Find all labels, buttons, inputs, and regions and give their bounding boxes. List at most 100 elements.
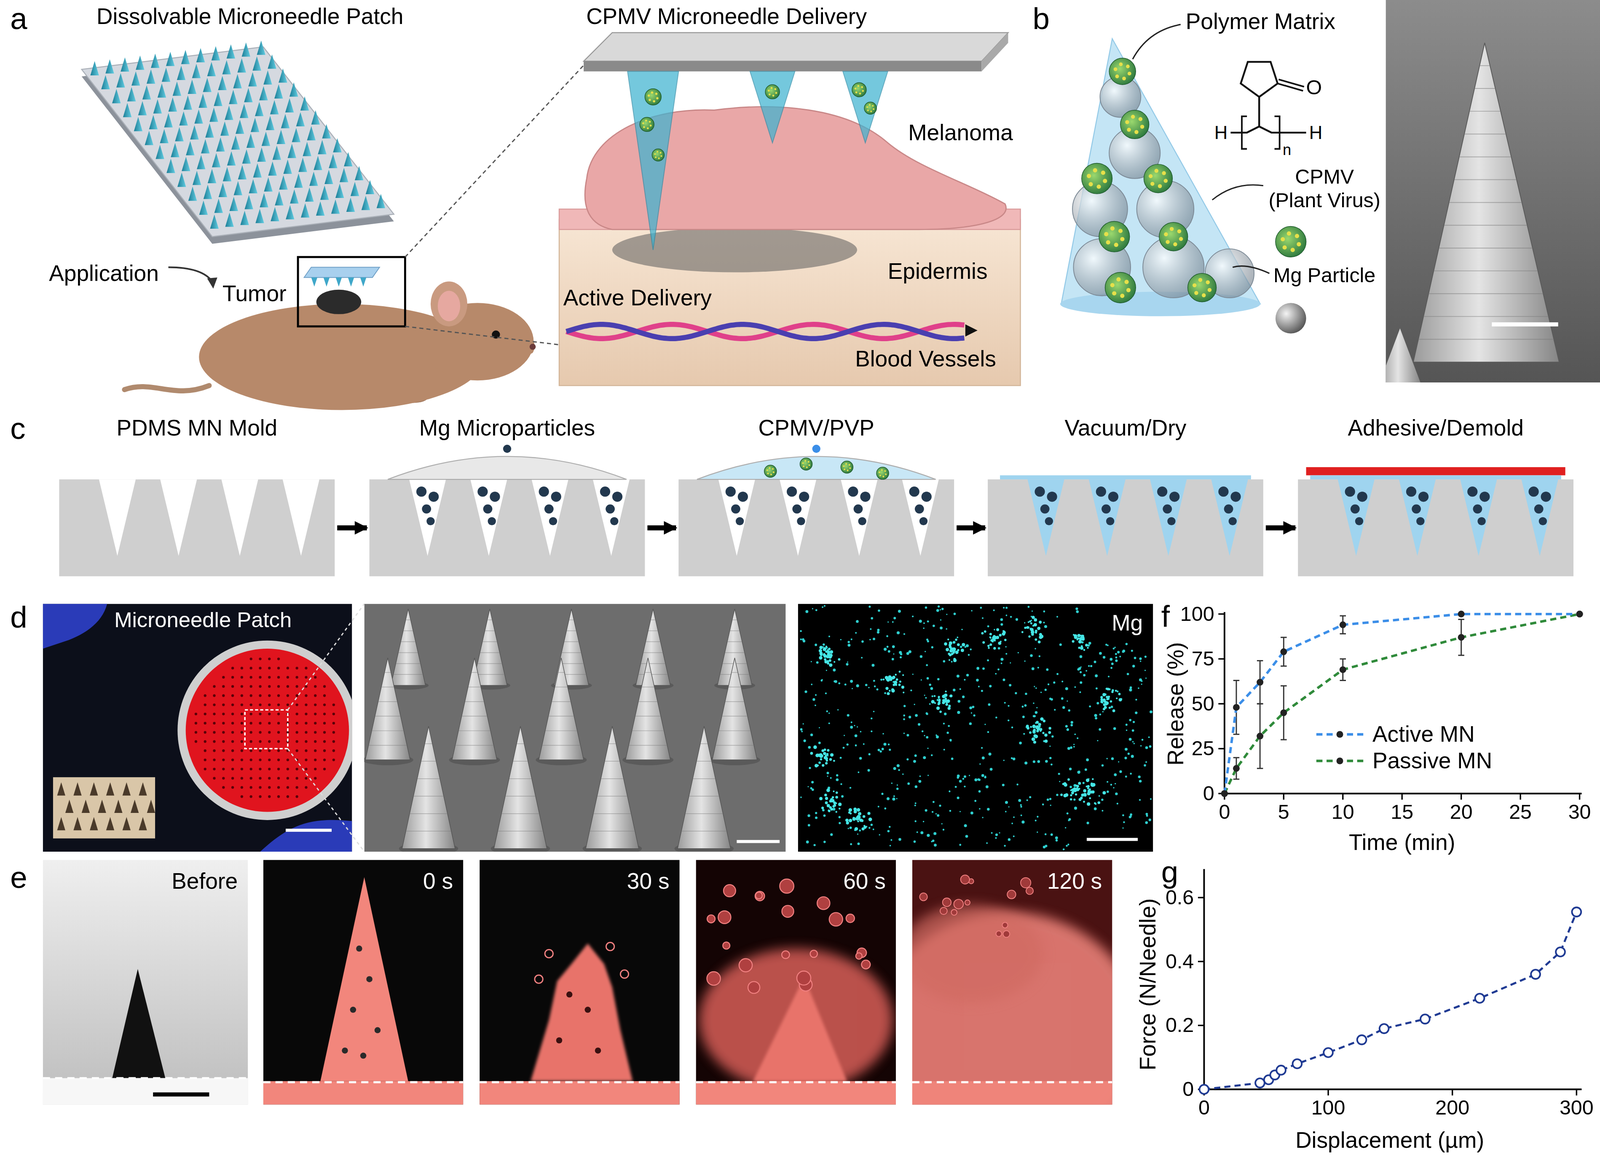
mg-signal	[991, 640, 994, 643]
microneedle-cone	[112, 88, 121, 104]
sem-texture	[1449, 202, 1523, 204]
needle-dot	[240, 712, 244, 716]
mg-signal	[828, 663, 833, 668]
mg-signal	[933, 832, 937, 836]
needle-dot	[277, 758, 280, 762]
virus-capsomer	[842, 465, 845, 468]
microneedle-cone	[224, 105, 234, 121]
mold-step	[678, 444, 955, 577]
mg-signal	[1007, 719, 1010, 722]
inset-needle	[57, 817, 66, 831]
sem-texture	[1433, 270, 1538, 272]
mg-signal	[1086, 822, 1090, 825]
mg-signal	[1100, 696, 1103, 699]
virus-capsomer	[656, 96, 659, 100]
sem-texture	[548, 716, 574, 717]
mg-signal	[1022, 715, 1025, 719]
sem-texture	[393, 674, 424, 676]
microneedle-cone	[270, 100, 279, 115]
needle-dot	[277, 667, 280, 670]
sem-texture	[395, 663, 421, 665]
mg-signal	[943, 749, 946, 751]
gas-bubble	[846, 914, 855, 923]
mg-signal	[1076, 638, 1079, 641]
sem-texture	[729, 630, 740, 632]
sem-texture	[681, 831, 727, 832]
mg-signal	[903, 732, 905, 735]
mg-signal	[1112, 647, 1115, 650]
mold-cavity	[840, 479, 878, 557]
mg-signal	[986, 808, 990, 812]
needle-dot	[295, 749, 299, 753]
mg-signal	[826, 788, 831, 793]
mg-signal	[988, 703, 991, 707]
mold-cavity	[160, 479, 197, 557]
mg-signal	[985, 785, 989, 789]
sem-texture	[638, 701, 658, 703]
mg-microparticle	[538, 486, 550, 497]
virus-capsomer	[1101, 170, 1106, 175]
mg-signal	[821, 806, 824, 810]
mg-signal	[1071, 791, 1075, 795]
mg-signal	[1003, 845, 1006, 847]
mg-signal	[959, 780, 963, 784]
needle-dot	[323, 740, 326, 743]
mg-signal	[1102, 791, 1106, 795]
mg-signal	[838, 822, 841, 825]
chem-atom: O	[1306, 75, 1323, 100]
mg-signal	[1036, 730, 1038, 733]
needle-dot	[231, 768, 234, 771]
mg-signal	[1069, 786, 1073, 789]
mg-signal	[937, 678, 940, 681]
panel-a-art	[81, 40, 584, 411]
microneedle-cone	[300, 203, 310, 218]
mg-signal	[1008, 684, 1012, 687]
mg-signal	[1000, 662, 1003, 665]
needle-dot	[249, 703, 253, 707]
microneedle-cone	[168, 97, 177, 112]
needle-dot	[268, 722, 271, 725]
mg-microparticle	[1218, 486, 1229, 497]
mg-signal	[1068, 709, 1071, 713]
mg-signal	[1031, 737, 1035, 742]
mg-signal	[1017, 652, 1019, 654]
microneedle	[842, 71, 888, 144]
mg-signal	[1149, 798, 1152, 801]
mg-signal	[1067, 819, 1070, 822]
mg-signal	[945, 648, 949, 652]
sem-needle	[493, 726, 547, 850]
error-cap	[1233, 680, 1240, 682]
needle-dot	[286, 777, 290, 780]
mg-microparticle	[847, 486, 858, 497]
mg-signal	[1107, 675, 1110, 678]
figure-label: Dissolvable Microneedle Patch	[96, 3, 404, 30]
mg-signal	[856, 817, 861, 821]
mg-signal	[841, 795, 844, 799]
tick	[1283, 793, 1285, 801]
needle-dot	[295, 777, 299, 780]
inset-photo	[53, 777, 156, 839]
mg-signal	[825, 762, 828, 765]
mg-signal	[892, 621, 894, 624]
mg-signal	[1105, 687, 1108, 690]
gas-bubble	[747, 981, 760, 994]
mg-signal	[1133, 743, 1135, 745]
needle-dot	[258, 795, 262, 799]
sem-texture	[400, 641, 416, 643]
sem-texture	[1423, 316, 1549, 317]
sem-needle	[538, 658, 585, 761]
inset-needle	[65, 800, 74, 814]
mg-signal	[1038, 621, 1042, 625]
needle-dot	[240, 768, 244, 771]
needle-dot	[249, 667, 253, 670]
mg-signal	[991, 832, 993, 835]
needle-dot	[194, 722, 198, 725]
needle-dot	[258, 758, 262, 762]
mg-signal	[1031, 616, 1035, 620]
needle-dot	[304, 749, 308, 753]
microneedle-cone	[243, 88, 253, 103]
virus-capsomer	[649, 124, 652, 127]
mg-signal	[1023, 627, 1027, 630]
y-axis	[1203, 869, 1205, 1090]
microneedle-cone	[305, 187, 314, 202]
